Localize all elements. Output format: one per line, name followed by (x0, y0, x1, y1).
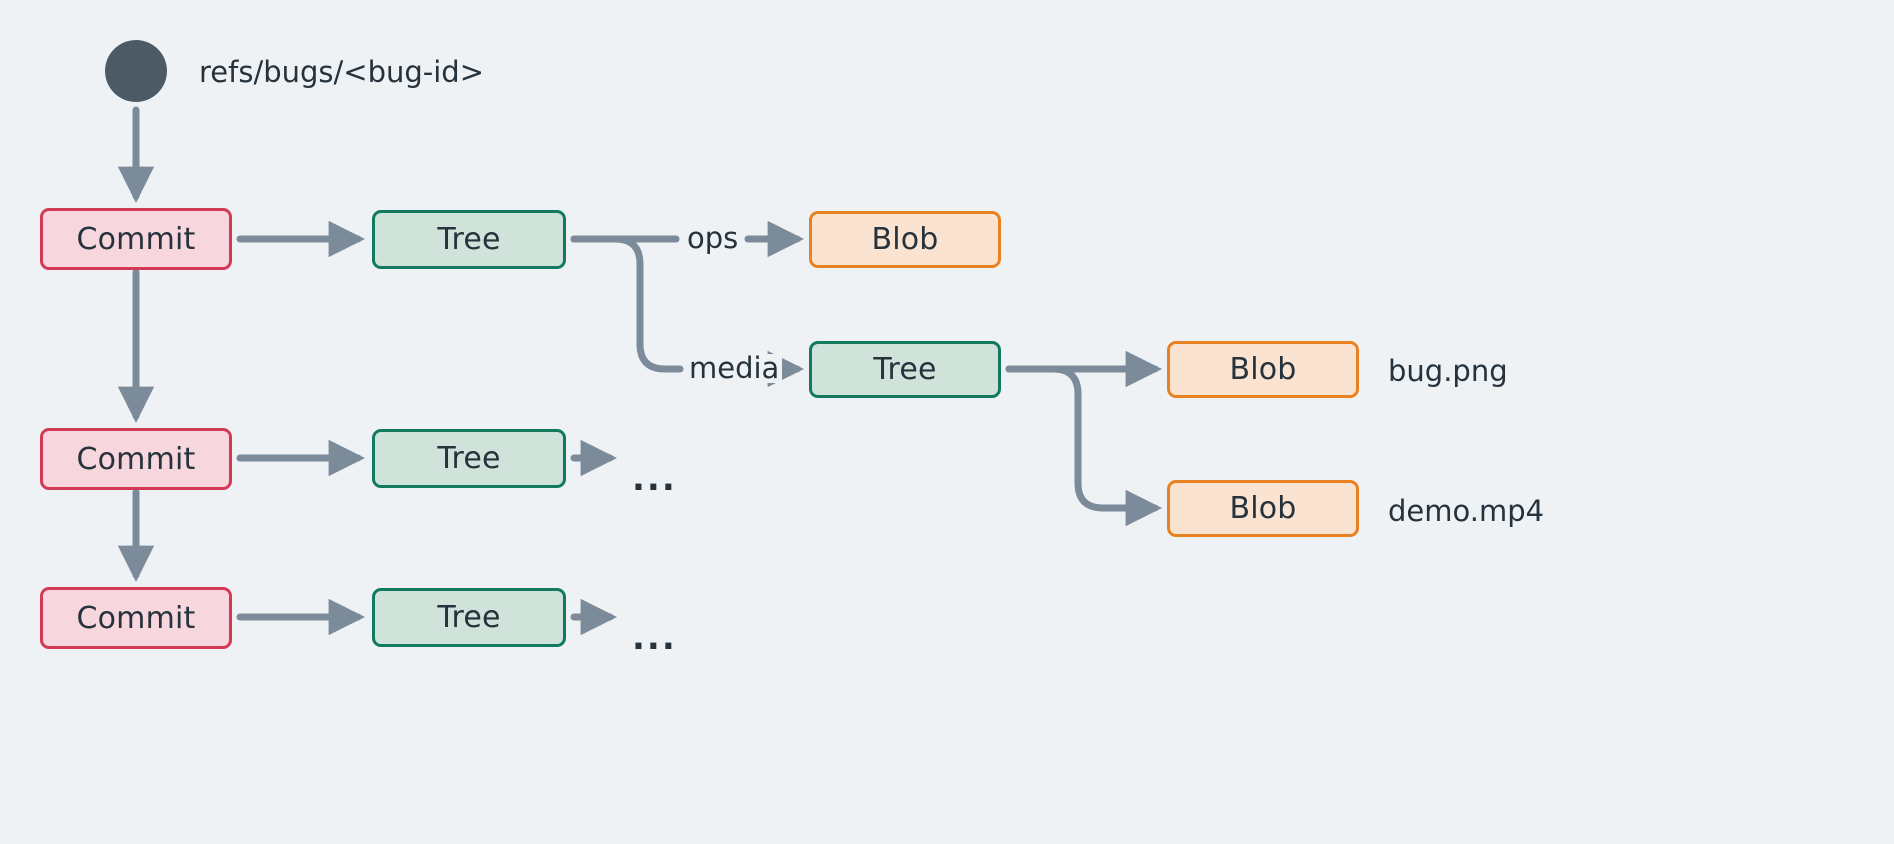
node-blob-ops[interactable]: Blob (809, 211, 1001, 268)
node-label: Commit (76, 221, 196, 257)
node-tree-2[interactable]: Tree (372, 429, 566, 488)
ref-pointer-dot (105, 40, 167, 102)
node-label: Commit (76, 600, 196, 636)
node-tree-media[interactable]: Tree (809, 341, 1001, 398)
node-label: Tree (437, 441, 501, 476)
node-commit-2[interactable]: Commit (40, 428, 232, 490)
node-blob-bugpng[interactable]: Blob (1167, 341, 1359, 398)
ellipsis-after-tree-2: ... (632, 459, 677, 499)
node-label: Tree (873, 352, 937, 387)
node-commit-1[interactable]: Commit (40, 208, 232, 270)
edge-tree1-to-media (570, 235, 684, 373)
ref-label: refs/bugs/<bug-id> (199, 55, 485, 89)
node-label: Commit (76, 441, 196, 477)
node-tree-1[interactable]: Tree (372, 210, 566, 269)
node-blob-demomp4[interactable]: Blob (1167, 480, 1359, 537)
node-commit-3[interactable]: Commit (40, 587, 232, 649)
node-label: Blob (1229, 491, 1297, 526)
node-label: Tree (437, 222, 501, 257)
edge-label-ops: ops (684, 224, 742, 253)
ellipsis-after-tree-3: ... (632, 618, 677, 658)
node-label: Tree (437, 600, 501, 635)
edge-label-media: media (686, 354, 783, 383)
file-label-bug-png: bug.png (1388, 354, 1508, 388)
node-label: Blob (871, 222, 939, 257)
edge-treemedia-to-blobmp4 (1005, 365, 1163, 527)
node-tree-3[interactable]: Tree (372, 588, 566, 647)
node-label: Blob (1229, 352, 1297, 387)
file-label-demo-mp4: demo.mp4 (1388, 494, 1545, 528)
